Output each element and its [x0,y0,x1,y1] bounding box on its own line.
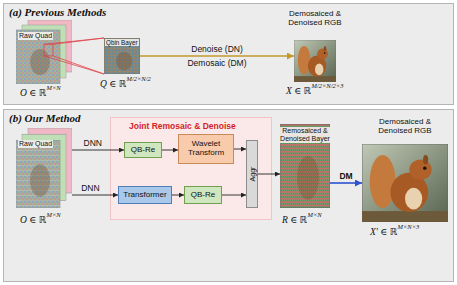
illustration-part [116,52,132,71]
illustration-part [315,64,323,76]
illustration-part [30,49,50,75]
math-superscript: M×N [47,211,61,218]
math-label: Q ∈ ℝ [100,78,126,89]
illustration-part [370,155,396,208]
aggregation-box: Aggr [246,140,258,208]
flow-arrow [72,150,124,151]
rgb-illustration [294,40,336,82]
process-box: Wavelet Transform [178,134,234,164]
rgb-image: Demosaiced & Denoised RGBX ∈ ℝM/2×N/2×3 [294,40,336,82]
illustration-part [294,40,336,82]
math-label: O ∈ ℝ [20,214,46,225]
raw-quad-image: Raw QuadO ∈ ℝM×N [16,20,72,84]
image-caption: Demosaiced & Denoised RGB [362,118,448,136]
edge-label: Denoise (DN) [191,45,243,54]
process-box: QB-Re [124,142,162,158]
illustration-part [16,141,60,209]
illustration-part [297,156,319,200]
math-label: X′ ∈ ℝ [370,226,397,237]
edge-label: DNN [84,139,102,148]
math-label: R ∈ ℝ [282,214,307,225]
image-caption: Qbin Bayer [105,39,139,46]
math-label: O ∈ ℝ [20,87,46,98]
illustration-part [104,38,140,74]
box-label: QB-Re [131,146,155,155]
joint-module-region: QB-ReWavelet TransformTransformerQB-ReAg… [110,117,272,220]
flow-arrow [258,174,280,175]
panel-heading: (a) Previous Methods [9,6,106,18]
illustration-part [30,164,50,197]
flow-arrow [222,195,246,196]
image-caption: Raw Quad [18,32,53,40]
quad-illustration [16,20,72,84]
panel-heading: (b) Our Method [9,112,81,124]
box-label: Wavelet Transform [182,140,230,158]
math-superscript: M×N×3 [398,223,420,230]
process-box: Transformer [118,186,172,204]
process-box: QB-Re [184,186,222,204]
math-superscript: M×N [47,84,61,91]
math-superscript: M×N [308,211,322,218]
qbin-bayer-image: Qbin BayerQ ∈ ℝM/2×N/2 [104,38,140,74]
image-caption: Demosaiced & Denoised RGB [278,10,352,28]
flow-arrow [172,195,184,196]
illustration-part [423,167,426,170]
math-superscript: M/2×N/2 [127,75,151,82]
flow-arrow [330,182,362,184]
bayer-image: Remosaiced & Denoised BayerR ∈ ℝM×N [280,124,330,208]
illustration-part [362,211,448,222]
illustration-part [280,124,330,208]
method-panel: Raw QuadO ∈ ℝM×NQB-ReWavelet TransformTr… [3,109,454,282]
flow-arrow [72,195,118,196]
rgb-image: Demosaiced & Denoised RGBX′ ∈ ℝM×N×3 [362,144,448,222]
box-label: QB-Re [191,191,215,200]
edge-label: DNN [81,184,99,193]
flow-arrow [234,149,246,150]
rgb-illustration [362,144,448,222]
math-superscript: M/2×N/2×3 [312,82,344,89]
image-caption: Remosaiced & Denoised Bayer [280,127,330,143]
module-title: Joint Remosaic & Denoise [129,121,236,131]
image-caption: Raw Quad [18,140,53,148]
flow-arrow [140,55,294,57]
illustration-part [324,52,326,54]
illustration-part [16,30,60,84]
illustration-part [362,144,448,222]
projection-lines [44,38,104,74]
illustration-part [423,155,428,164]
box-label: Aggr [249,167,256,182]
illustration-part [405,188,422,210]
edge-label: DM [339,172,352,181]
illustration-part [294,76,336,82]
edge-note: Demosaic (DM) [187,59,246,68]
method-panel: Raw QuadO ∈ ℝM×NQbin BayerQ ∈ ℝM/2×N/2De… [3,3,454,105]
raw-quad-image: Raw QuadO ∈ ℝM×N [16,128,72,208]
illustration-part [324,46,327,51]
flow-arrow [162,150,178,151]
illustration-part [16,141,60,209]
illustration-part [298,46,311,75]
illustration-part [16,30,60,84]
math-label: X ∈ ℝ [286,85,311,96]
box-label: Transformer [123,191,166,200]
illustration-part [409,160,431,180]
illustration-part [317,48,328,59]
